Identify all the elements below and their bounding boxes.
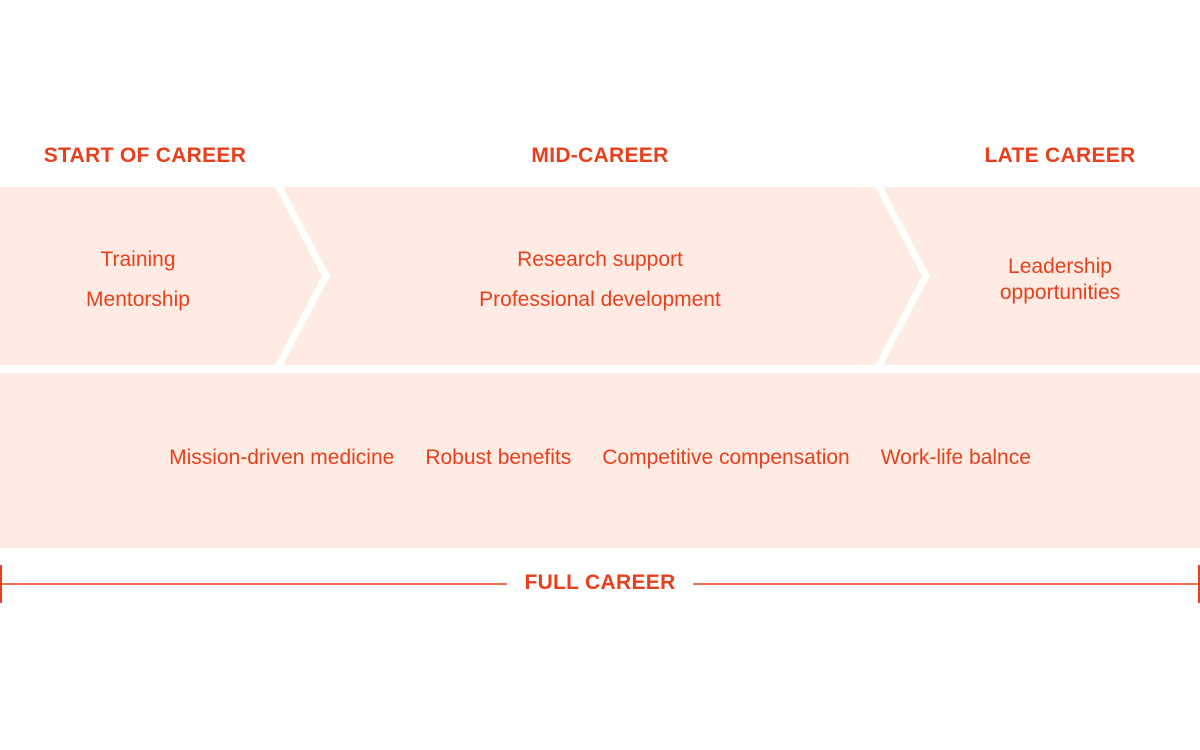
full-career-label: FULL CAREER [524,571,676,594]
mid-career-band [283,187,922,365]
full-item-mission-driven-medicine: Mission-driven medicine [169,446,395,469]
start-career-band [0,187,322,365]
late-career-band [883,187,1200,365]
mid-career-items: Research support Professional developmen… [400,236,800,324]
mid-item-professional-development: Professional development [479,288,721,311]
full-item-robust-benefits: Robust benefits [425,446,572,469]
start-item-training: Training [100,248,176,271]
start-of-career-heading: START OF CAREER [43,144,247,167]
mid-career-heading: MID-CAREER [531,144,669,167]
late-career-heading: LATE CAREER [984,144,1136,167]
start-of-career-items: Training Mentorship [20,236,256,324]
full-career-items: Mission-driven medicine Robust benefits … [0,432,1200,484]
start-item-mentorship: Mentorship [86,288,190,311]
late-item-leadership-opportunities: Leadership opportunities [999,255,1121,304]
full-item-competitive-compensation: Competitive compensation [602,446,850,469]
late-career-items: Leadership opportunities [955,236,1165,324]
mid-item-research-support: Research support [517,248,683,271]
full-career-band [0,373,1200,548]
full-item-work-life-balance: Work-life balnce [880,446,1031,469]
